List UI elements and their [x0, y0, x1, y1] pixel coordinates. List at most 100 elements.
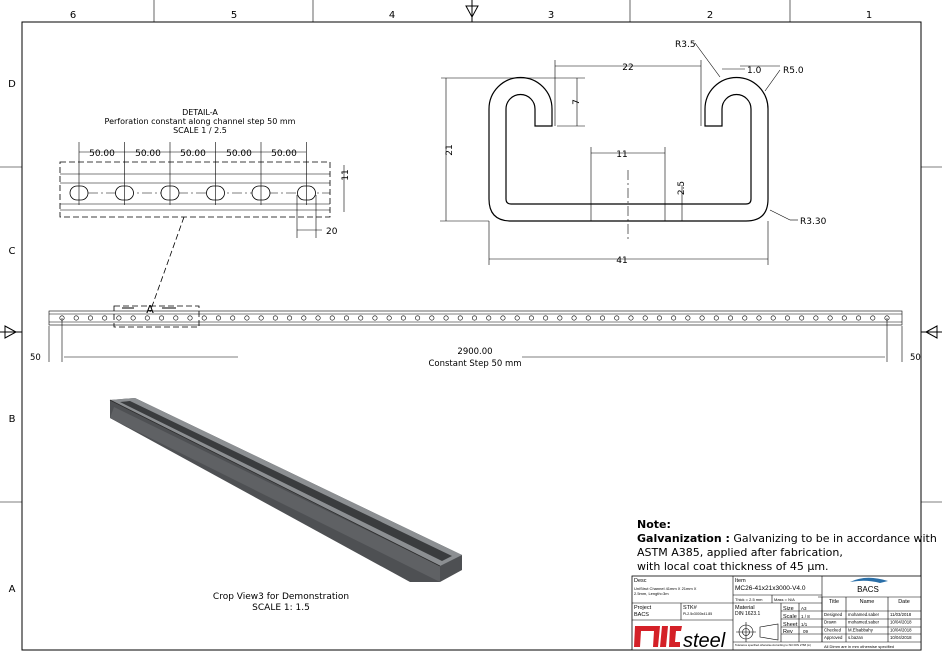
- perforation-hole: [144, 315, 150, 321]
- total-length-dim: 2900.00: [457, 347, 492, 357]
- desc-line-2: 2.5mm, Length=3m: [634, 591, 669, 596]
- perforation-hole: [329, 315, 335, 321]
- perforation-hole: [372, 315, 378, 321]
- perforation-hole: [614, 315, 620, 321]
- profile-section: R3.5 1.0 R5.0 22 7 21 11 2.5 R3.30 41: [440, 40, 827, 266]
- perforation-hole: [358, 315, 364, 321]
- note-line-1: Galvanizing to be in accordance with: [730, 532, 937, 545]
- step-dim-2: 50.00: [135, 149, 161, 159]
- section-a-label: A: [146, 303, 154, 316]
- perforation-hole: [187, 315, 193, 321]
- perforation-hole: [130, 315, 136, 321]
- perforation-hole: [728, 315, 734, 321]
- perforation-hole: [827, 315, 833, 321]
- perforation-hole: [557, 315, 563, 321]
- approval-cell: 10/04/2018: [890, 635, 912, 640]
- note-line-2: ASTM A385, applied after fabrication,: [637, 546, 843, 559]
- title-block: Desc UniStrut Channel 41mm X 21mm X 2.5m…: [631, 575, 922, 652]
- width-dim: 41: [616, 256, 627, 266]
- step-dim-5: 50.00: [271, 149, 297, 159]
- end-left-dim: 50: [30, 353, 41, 363]
- detail-subtitle: Perforation constant along channel step …: [105, 117, 296, 126]
- header-date: Date: [898, 599, 910, 605]
- perforation-hole: [173, 315, 179, 321]
- outer-radius-dim: R5.0: [783, 66, 804, 76]
- stk-value: PL2.5x3000x41.85: [683, 612, 712, 616]
- perforation-hole: [287, 315, 293, 321]
- detail-title: DETAIL-A: [182, 108, 218, 117]
- perforation-hole: [528, 315, 534, 321]
- approval-cell: Designed: [824, 612, 843, 617]
- perforation-hole: [159, 315, 165, 321]
- perforation-hole: [230, 315, 236, 321]
- perforation-hole: [87, 315, 93, 321]
- section-a-box: [113, 305, 200, 328]
- zone-6: 6: [70, 10, 76, 21]
- perforation-hole: [73, 315, 79, 321]
- bacs-logo-text: BACS: [857, 585, 879, 594]
- perforation-hole: [315, 315, 321, 321]
- step-dim-3: 50.00: [180, 149, 206, 159]
- header-name: Name: [860, 599, 875, 605]
- perforation-hole: [102, 315, 108, 321]
- perforation-hole: [500, 315, 506, 321]
- isometric-view: Crop View3 for Demonstration SCALE 1: 1.…: [109, 398, 462, 613]
- zone-5: 5: [231, 10, 237, 21]
- detail-scale: SCALE 1 / 2.5: [173, 126, 227, 135]
- detail-a-view: DETAIL-A Perforation constant along chan…: [59, 108, 351, 313]
- svg-text:Galvanization : Galvanizing to: Galvanization : Galvanizing to be in acc…: [637, 532, 937, 545]
- perforation-hole: [770, 315, 776, 321]
- note-heading: Note:: [637, 518, 671, 531]
- zone-2: 2: [707, 10, 713, 21]
- material-value: DIN 1623.1: [735, 611, 761, 617]
- zone-a: A: [9, 584, 16, 595]
- perforation-hole: [543, 315, 549, 321]
- projection-symbol: [736, 622, 779, 642]
- perforation-hole: [486, 315, 492, 321]
- perforation-hole: [628, 315, 634, 321]
- perforation-hole: [756, 315, 762, 321]
- perforation-hole: [301, 315, 307, 321]
- end-right-dim: 50: [910, 353, 921, 363]
- bottom-radius-dim: R3.30: [800, 217, 827, 227]
- perforation-hole: [571, 315, 577, 321]
- zone-ticks: [0, 0, 942, 503]
- height-dim: 21: [445, 144, 455, 155]
- size-label: Size: [783, 606, 794, 612]
- slot-length-dim: 20: [326, 227, 338, 237]
- perforation-hole: [642, 315, 648, 321]
- item-label: Item: [735, 578, 746, 584]
- tolerance-note: Tolerance specified otherwise According …: [735, 643, 811, 647]
- perforation-hole: [742, 315, 748, 321]
- zone-1: 1: [866, 10, 872, 21]
- desc-line-1: UniStrut Channel 41mm X 21mm X: [634, 586, 697, 591]
- zone-3: 3: [548, 10, 554, 21]
- step-dim-4: 50.00: [226, 149, 252, 159]
- approval-cell: Checked: [824, 627, 842, 632]
- center-mark-left: [0, 325, 22, 339]
- scale-value: 1 / 8: [801, 614, 810, 619]
- mass-value: Mass = N/A: [774, 597, 795, 602]
- approval-cell: M.Elsabbahy: [848, 627, 874, 632]
- perforation-hole: [443, 315, 449, 321]
- thick-value: Thick = 2.5 mm: [735, 597, 763, 602]
- approval-cell: mohamed.saber: [848, 612, 880, 617]
- perforation-hole: [600, 315, 606, 321]
- perforation-hole: [870, 315, 876, 321]
- perforation-hole: [656, 315, 662, 321]
- perforation-hole: [799, 315, 805, 321]
- perforation-hole: [415, 315, 421, 321]
- sheet-label: Sheet: [783, 622, 798, 628]
- perforation-hole: [429, 315, 435, 321]
- note-label: Galvanization :: [637, 532, 730, 545]
- perforation-hole: [244, 315, 250, 321]
- perforation-hole: [272, 315, 278, 321]
- dim-footer: All Dimm are in mm otherwise specified: [824, 644, 894, 649]
- perforation-hole: [471, 315, 477, 321]
- slot-center-dim: 11: [616, 150, 627, 160]
- iso-scale: SCALE 1: 1.5: [252, 603, 310, 613]
- approval-cell: mohamed.saber: [848, 620, 880, 625]
- perforation-hole: [856, 315, 862, 321]
- stk-label: STK#: [683, 605, 698, 611]
